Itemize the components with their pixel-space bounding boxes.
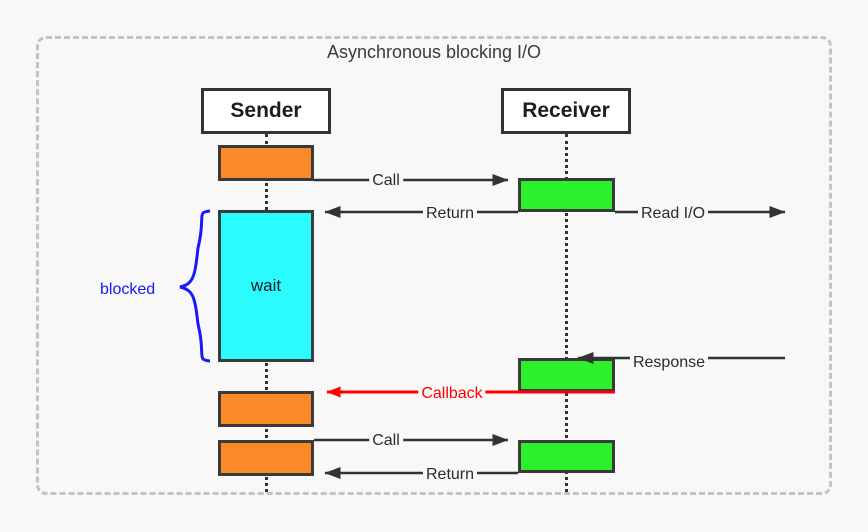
- label-return-1: Return: [422, 205, 478, 223]
- participant-receiver[interactable]: Receiver: [501, 88, 631, 134]
- label-return-2: Return: [422, 466, 478, 484]
- label-blocked: blocked: [100, 281, 156, 298]
- lifeline-receiver: [565, 134, 568, 492]
- label-callback: Callback: [418, 385, 486, 403]
- activation-receiver-2: [518, 358, 615, 392]
- participant-sender[interactable]: Sender: [201, 88, 331, 134]
- activation-sender-wait: wait: [218, 210, 314, 362]
- label-response: Response: [629, 354, 709, 372]
- activation-sender-3: [218, 440, 314, 476]
- activation-sender-1: [218, 145, 314, 181]
- activation-receiver-3: [518, 440, 615, 473]
- label-call-2: Call: [369, 432, 403, 450]
- diagram-title: Asynchronous blocking I/O: [326, 42, 542, 62]
- activation-receiver-1: [518, 178, 615, 212]
- label-read-io: Read I/O: [637, 205, 709, 223]
- diagram-frame: [36, 36, 832, 495]
- label-call-1: Call: [369, 172, 403, 190]
- activation-sender-2: [218, 391, 314, 427]
